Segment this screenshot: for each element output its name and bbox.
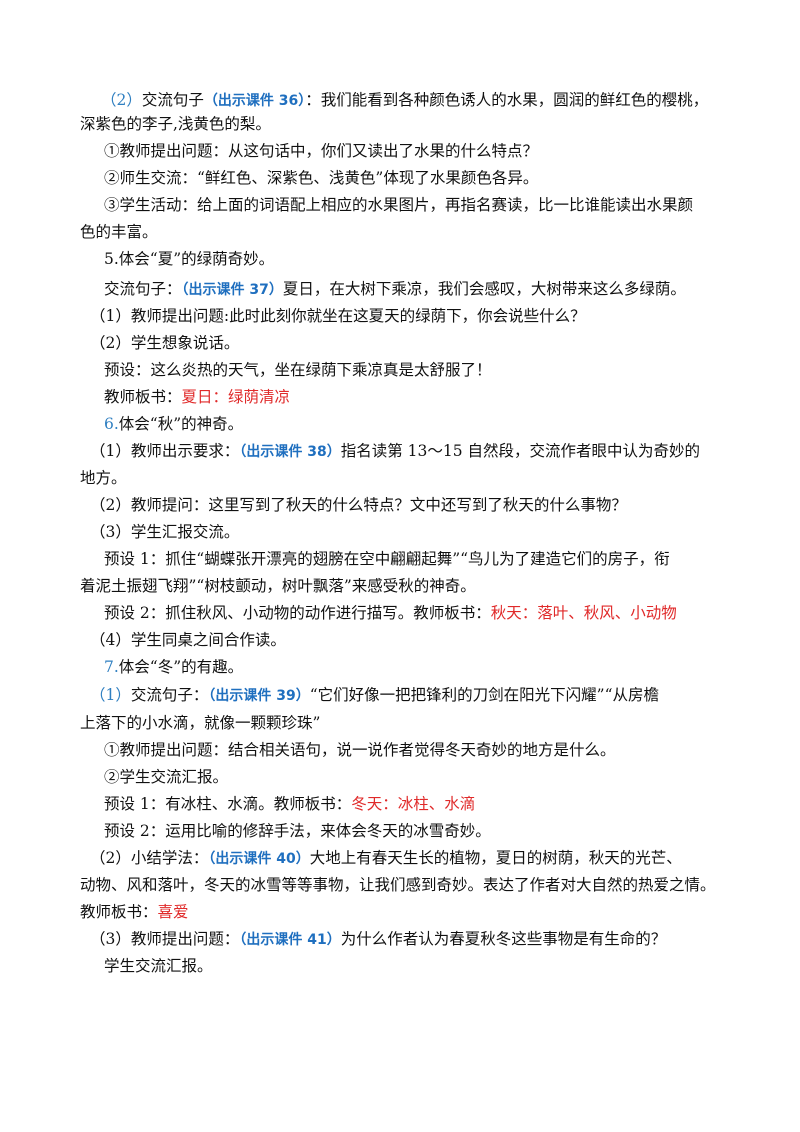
line-text: 体会“冬”的有趣。 (118, 658, 244, 676)
line-text-cont: ：我们能看到各种颜色诱人的水果，圆润的鲜红色的樱桃， (305, 91, 709, 109)
line-text-cont: “它们好像一把把锋利的刀剑在阳光下闪耀”“从房檐 (309, 686, 660, 704)
line-text: 教师板书： (80, 903, 158, 921)
line-text: 预设 1：抓住“蝴蝶张开漂亮的翅膀在空中翩翩起舞”“鸟儿为了建造它们的房子，衔 (104, 550, 670, 568)
line-text: 上落下的小水滴，就像一颗颗珍珠” (80, 714, 321, 732)
line-text-cont: 指名读第 13～15 自然段，交流作者眼中认为奇妙的 (340, 442, 701, 460)
line-text: 动物、风和落叶，冬天的冰雪等等事物，让我们感到奇妙。表达了作者对大自然的热爱之情… (80, 876, 716, 894)
text-line: （2）交流句子（出示课件 36）：我们能看到各种颜色诱人的水果，圆润的鲜红色的樱… (101, 89, 708, 112)
courseware-ref: （出示课件 38） (239, 444, 341, 460)
line-text: ②师生交流：“鲜红色、深紫色、浅黄色”体现了水果颜色各异。 (104, 169, 539, 187)
board-note: 秋天：落叶、秋风、小动物 (490, 604, 677, 622)
line-text: 深紫色的李子,浅黄色的梨。 (80, 115, 271, 133)
line-text-cont: 大地上有春天生长的植物，夏日的树荫，秋天的光芒、 (309, 849, 682, 867)
text-line: 教师板书：喜爱 (80, 901, 189, 923)
line-text: 交流句子： (130, 686, 209, 704)
line-text: ①教师提出问题：从这句话中，你们又读出了水果的什么特点？ (104, 142, 539, 160)
text-line: ①教师提出问题：从这句话中，你们又读出了水果的什么特点？ (104, 140, 538, 162)
text-line: 7.体会“冬”的有趣。 (104, 656, 243, 678)
line-text-cont: 夏日，在大树下乘凉，我们会感叹，大树带来这么多绿荫。 (282, 280, 686, 298)
courseware-ref: （出示课件 40） (208, 851, 310, 867)
board-note: 冬天：冰柱、水滴 (351, 795, 476, 813)
line-text: 交流句子 (141, 91, 204, 109)
line-text: 色的丰富。 (80, 223, 158, 241)
text-line: （1）教师出示要求：（出示课件 38）指名读第 13～15 自然段，交流作者眼中… (90, 440, 700, 463)
line-text: ②学生交流汇报。 (104, 768, 229, 786)
text-line: ②师生交流：“鲜红色、深紫色、浅黄色”体现了水果颜色各异。 (104, 167, 538, 189)
text-line: 预设：这么炎热的天气，坐在绿荫下乘凉真是太舒服了！ (104, 359, 492, 381)
item-number: 6. (104, 415, 119, 433)
line-text: 体会“秋”的神奇。 (118, 415, 244, 433)
board-note: 夏日：绿荫清凉 (181, 388, 291, 406)
text-line: 上落下的小水滴，就像一颗颗珍珠” (80, 712, 320, 734)
text-line: 交流句子：（出示课件 37）夏日，在大树下乘凉，我们会感叹，大树带来这么多绿荫。 (104, 278, 686, 301)
text-line: 地方。 (80, 467, 127, 489)
text-line: 动物、风和落叶，冬天的冰雪等等事物，让我们感到奇妙。表达了作者对大自然的热爱之情… (80, 874, 716, 896)
line-text: 5.体会“夏”的绿荫奇妙。 (104, 250, 275, 268)
item-number: （2） (101, 91, 142, 109)
text-line: 预设 1：有冰柱、水滴。教师板书：冬天：冰柱、水滴 (104, 793, 475, 815)
courseware-ref: （出示课件 41） (239, 932, 341, 948)
text-line: （4）学生同桌之间合作读。 (90, 629, 286, 651)
line-text: 着泥土振翅飞翔”“树枝颤动，树叶飘落”来感受秋的神奇。 (80, 577, 476, 595)
courseware-ref: （出示课件 36） (203, 93, 306, 109)
line-text: （1）教师出示要求： (90, 442, 240, 460)
line-text: ①教师提出问题：结合相关语句，说一说作者觉得冬天奇妙的地方是什么。 (104, 741, 616, 759)
line-text: 学生交流汇报。 (104, 957, 213, 975)
text-line: ①教师提出问题：结合相关语句，说一说作者觉得冬天奇妙的地方是什么。 (104, 739, 616, 761)
text-line: 学生交流汇报。 (104, 955, 213, 977)
text-line: ②学生交流汇报。 (104, 766, 228, 788)
text-line: 色的丰富。 (80, 221, 158, 243)
line-text: （4）学生同桌之间合作读。 (90, 631, 286, 649)
line-text: 交流句子： (104, 280, 182, 298)
line-text: 预设：这么炎热的天气，坐在绿荫下乘凉真是太舒服了！ (104, 361, 492, 379)
text-line: 预设 2：运用比喻的修辞手法，来体会冬天的冰雪奇妙。 (104, 820, 491, 842)
text-line: 着泥土振翅飞翔”“树枝颤动，树叶飘落”来感受秋的神奇。 (80, 575, 476, 597)
line-text: （2）小结学法： (90, 849, 209, 867)
text-line: （3）教师提出问题：（出示课件 41）为什么作者认为春夏秋冬这些事物是有生命的？ (90, 928, 666, 951)
line-text: （2）教师提问：这里写到了秋天的什么特点？文中还写到了秋天的什么事物？ (90, 496, 627, 514)
text-line: （2）教师提问：这里写到了秋天的什么特点？文中还写到了秋天的什么事物？ (90, 494, 627, 516)
line-text: （1）教师提出问题:此时此刻你就坐在这夏天的绿荫下，你会说些什么？ (90, 307, 586, 325)
text-line: （3）学生汇报交流。 (90, 521, 239, 543)
line-text: ③学生活动：给上面的词语配上相应的水果图片，再指名赛读，比一比谁能读出水果颜 (104, 196, 694, 214)
line-text: 教师板书： (104, 388, 182, 406)
text-line: （1）交流句子：（出示课件 39）“它们好像一把把锋利的刀剑在阳光下闪耀”“从房… (90, 684, 659, 707)
line-text: 预设 1：有冰柱、水滴。教师板书： (104, 795, 352, 813)
line-text: 预设 2：抓住秋风、小动物的动作进行描写。教师板书： (104, 604, 491, 622)
text-line: ③学生活动：给上面的词语配上相应的水果图片，再指名赛读，比一比谁能读出水果颜 (104, 194, 693, 216)
text-line: 预设 1：抓住“蝴蝶张开漂亮的翅膀在空中翩翩起舞”“鸟儿为了建造它们的房子，衔 (104, 548, 670, 570)
text-line: （1）教师提出问题:此时此刻你就坐在这夏天的绿荫下，你会说些什么？ (90, 305, 586, 327)
courseware-ref: （出示课件 37） (181, 282, 283, 298)
courseware-ref: （出示课件 39） (208, 688, 310, 704)
text-line: 6.体会“秋”的神奇。 (104, 413, 243, 435)
text-line: 教师板书：夏日：绿荫清凉 (104, 386, 290, 408)
line-text: （2）学生想象说话。 (90, 334, 240, 352)
line-text: 预设 2：运用比喻的修辞手法，来体会冬天的冰雪奇妙。 (104, 822, 491, 840)
item-number: 7. (104, 658, 119, 676)
item-number: （1） (90, 686, 131, 704)
line-text: （3）教师提出问题： (90, 930, 240, 948)
text-line: （2）学生想象说话。 (90, 332, 239, 354)
text-line: 深紫色的李子,浅黄色的梨。 (80, 113, 271, 135)
text-line: 5.体会“夏”的绿荫奇妙。 (104, 248, 274, 270)
line-text-cont: 为什么作者认为春夏秋冬这些事物是有生命的？ (340, 930, 667, 948)
line-text: （3）学生汇报交流。 (90, 523, 240, 541)
board-note: 喜爱 (157, 903, 189, 921)
text-line: （2）小结学法：（出示课件 40）大地上有春天生长的植物，夏日的树荫，秋天的光芒… (90, 847, 682, 870)
text-line: 预设 2：抓住秋风、小动物的动作进行描写。教师板书：秋天：落叶、秋风、小动物 (104, 602, 677, 624)
line-text: 地方。 (80, 469, 127, 487)
